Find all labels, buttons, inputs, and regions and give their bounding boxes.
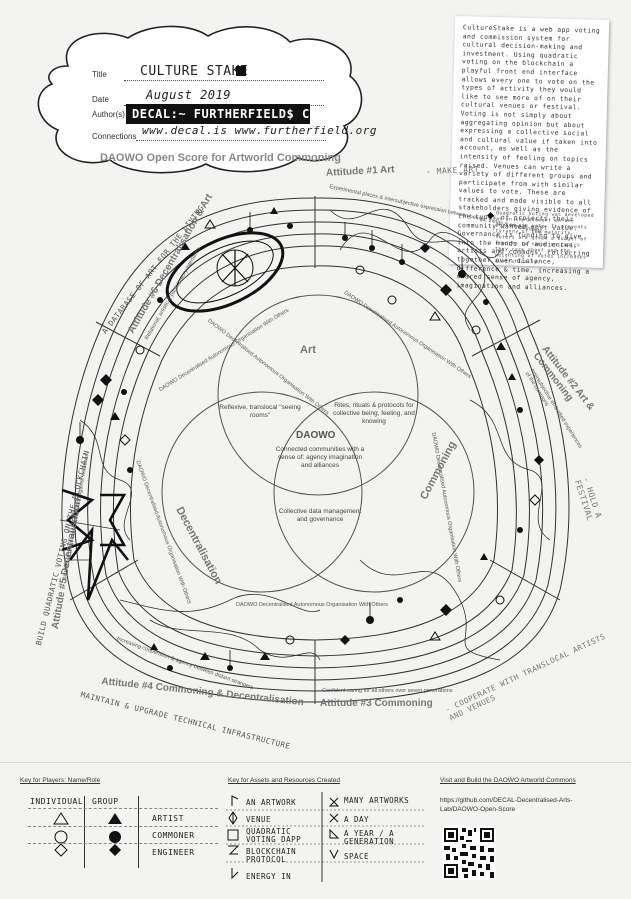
asset-blockchain: BLOCKCHAIN PROTOCOL [246,847,297,864]
asset-artwork: AN ARTWORK [246,798,297,807]
title-value: CULTURE STAKE [140,64,249,79]
quadratic-voting-icon [227,829,239,841]
date-value: August 2019 [146,88,231,102]
attitude5-zigzags [61,488,130,601]
individual-engineer-icon [54,843,68,857]
title-cloud [37,25,363,174]
group-artist-icon [108,813,122,824]
venn-art-com: Rites, rituals & protocols for collectiv… [333,402,415,425]
asset-qv-dapp: QUADRATIC VOTING DAPP [246,827,302,844]
venn-art-circle [217,294,419,496]
venn-circles [161,294,475,593]
venue-icon [228,811,238,825]
venn-center-desc: Connected communities with a sense of: a… [275,446,365,469]
authors-box [126,104,310,124]
venn-art-dec: Reflexive, translocal "seeing rooms" [219,404,301,419]
attitude3-title: Attitude #3 Commoning [320,698,433,709]
artwork-icon [231,795,239,806]
many-artworks-icon [328,797,340,807]
doodle-lines [59,208,551,661]
role-artist: ARTIST [152,814,184,823]
bar-lines [69,196,561,704]
venn-dec-com: Collective data management and governanc… [278,508,362,523]
authors-label: Author(s) [92,110,125,119]
connections-label: Connections [92,132,137,141]
attitude3-sub: Confident caring for all others over sev… [322,688,453,694]
role-commoner: COMMONER [152,831,195,840]
a-day-icon [329,813,339,823]
space-icon [329,849,339,860]
asset-a-year: A YEAR / A GENERATION [344,829,395,846]
title-label: Title [92,70,107,79]
authors-value: DECAL:~ FURTHERFIELD$ CD [132,107,318,121]
note-glyphs [76,207,544,671]
asset-many-artworks: MANY ARTWORKS [344,796,410,805]
role-engineer: ENGINEER [152,848,195,857]
group-header: GROUP [92,797,119,806]
player-shapes [53,812,122,857]
cursor-block [236,66,246,76]
asset-energy: ENERGY IN [246,872,292,881]
asset-a-day: A DAY [344,815,370,824]
venn-decentralisation-circle [161,391,363,593]
venn-commoning-circle [273,391,475,593]
blockchain-protocol-icon [228,845,240,855]
venn-art-label: Art [300,344,316,356]
connections-value: www.decal.is www.furtherfield.org [142,124,378,137]
venn-center-title: DAOWO [296,430,336,441]
asset-space: SPACE [344,852,370,861]
group-commoner-icon [109,831,121,843]
asset-icons [226,792,426,882]
visit-url-2[interactable]: Lab/DAOWO-Open-Score [440,806,516,813]
score-diagram [59,196,570,704]
individual-header: INDIVIDUAL [30,797,84,806]
key-players-title: Key for Players: Name/Role [20,777,101,784]
date-label: Date [92,95,109,104]
visit-title: Visit and Build the DAOWO Artworld Commo… [440,777,576,784]
visit-url-1[interactable]: https://github.com/DECAL-Decentralised-A… [440,797,573,804]
individual-commoner-icon [54,830,68,844]
energy-in-icon [231,868,239,880]
key-assets-title: Key for Assets and Resources Created [228,777,341,784]
asset-venue: VENUE [246,815,272,824]
attitude6-ellipse [165,231,285,313]
ring-inner-text-4: DAOWO Decentralised Autonomous Organisat… [236,602,388,608]
qr-code-icon[interactable] [442,826,496,880]
individual-artist-icon [53,812,69,825]
group-engineer-icon [109,844,121,856]
score-subtitle: DAOWO Open Score for Artworld Commoning [100,152,341,164]
a-year-icon [329,828,340,839]
